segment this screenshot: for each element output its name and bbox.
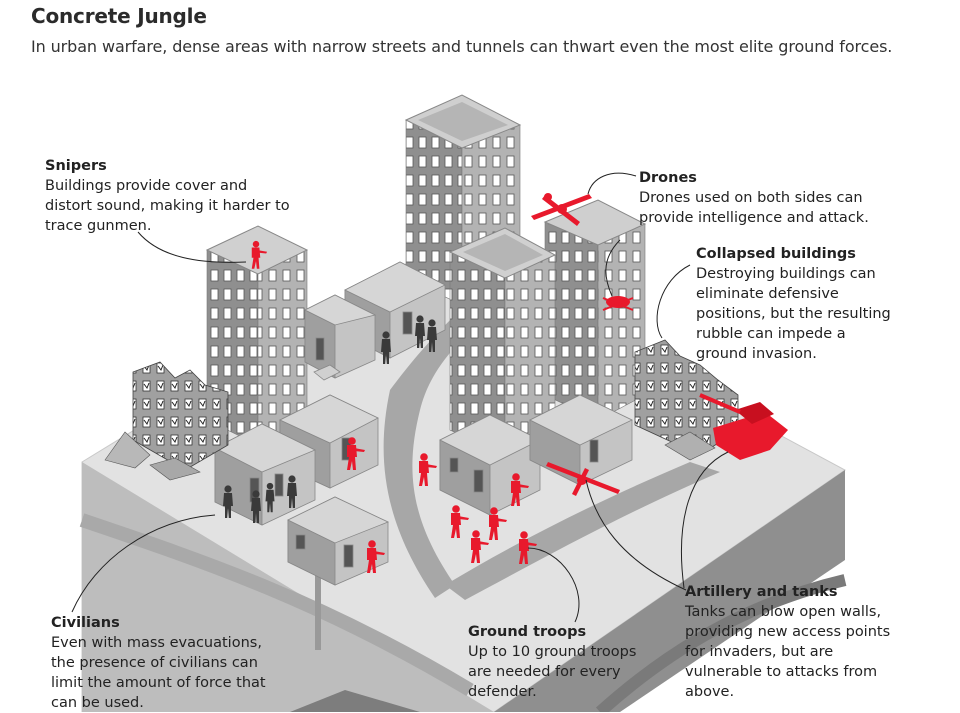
callout-ground-troops: Ground troops Up to 10 ground troops are… xyxy=(468,622,643,702)
collapsed-building-left xyxy=(104,361,229,481)
callout-snipers: Snipers Buildings provide cover and dist… xyxy=(45,156,290,236)
callout-artillery-body: Tanks can blow open walls, providing new… xyxy=(685,604,891,700)
callout-civilians-heading: Civilians xyxy=(51,615,120,631)
collapsed-building-right xyxy=(634,339,739,461)
house-back-2 xyxy=(304,294,377,381)
callout-ground-troops-heading: Ground troops xyxy=(468,624,587,640)
callout-ground-troops-body: Up to 10 ground troops are needed for ev… xyxy=(468,644,637,700)
drone-low xyxy=(546,462,620,496)
callout-civilians-body: Even with mass evacuations, the presence… xyxy=(51,635,266,711)
callout-drones-body: Drones used on both sides can provide in… xyxy=(639,190,869,226)
leader-lines xyxy=(71,172,729,623)
callout-drones: Drones Drones used on both sides can pro… xyxy=(639,168,869,228)
house-right xyxy=(529,394,633,486)
callout-snipers-body: Buildings provide cover and distort soun… xyxy=(45,178,290,234)
tank xyxy=(699,393,788,460)
callout-collapsed: Collapsed buildings Destroying buildings… xyxy=(696,244,896,364)
callout-artillery-heading: Artillery and tanks xyxy=(685,584,838,600)
callout-civilians: Civilians Even with mass evacuations, th… xyxy=(51,613,271,713)
tower-right xyxy=(543,199,647,421)
callout-drones-heading: Drones xyxy=(639,170,697,186)
houses xyxy=(214,261,633,586)
callout-collapsed-heading: Collapsed buildings xyxy=(696,246,856,262)
house-front xyxy=(287,496,390,586)
roads xyxy=(383,300,720,600)
callout-snipers-heading: Snipers xyxy=(45,158,107,174)
callout-artillery: Artillery and tanks Tanks can blow open … xyxy=(685,582,900,702)
drone-small xyxy=(602,296,634,311)
drone-top xyxy=(531,193,592,226)
tower-center-front xyxy=(448,227,557,456)
callout-collapsed-body: Destroying buildings can eliminate defen… xyxy=(696,266,891,362)
page-title: Concrete Jungle xyxy=(31,4,207,28)
page-subtitle: In urban warfare, dense areas with narro… xyxy=(31,37,893,56)
